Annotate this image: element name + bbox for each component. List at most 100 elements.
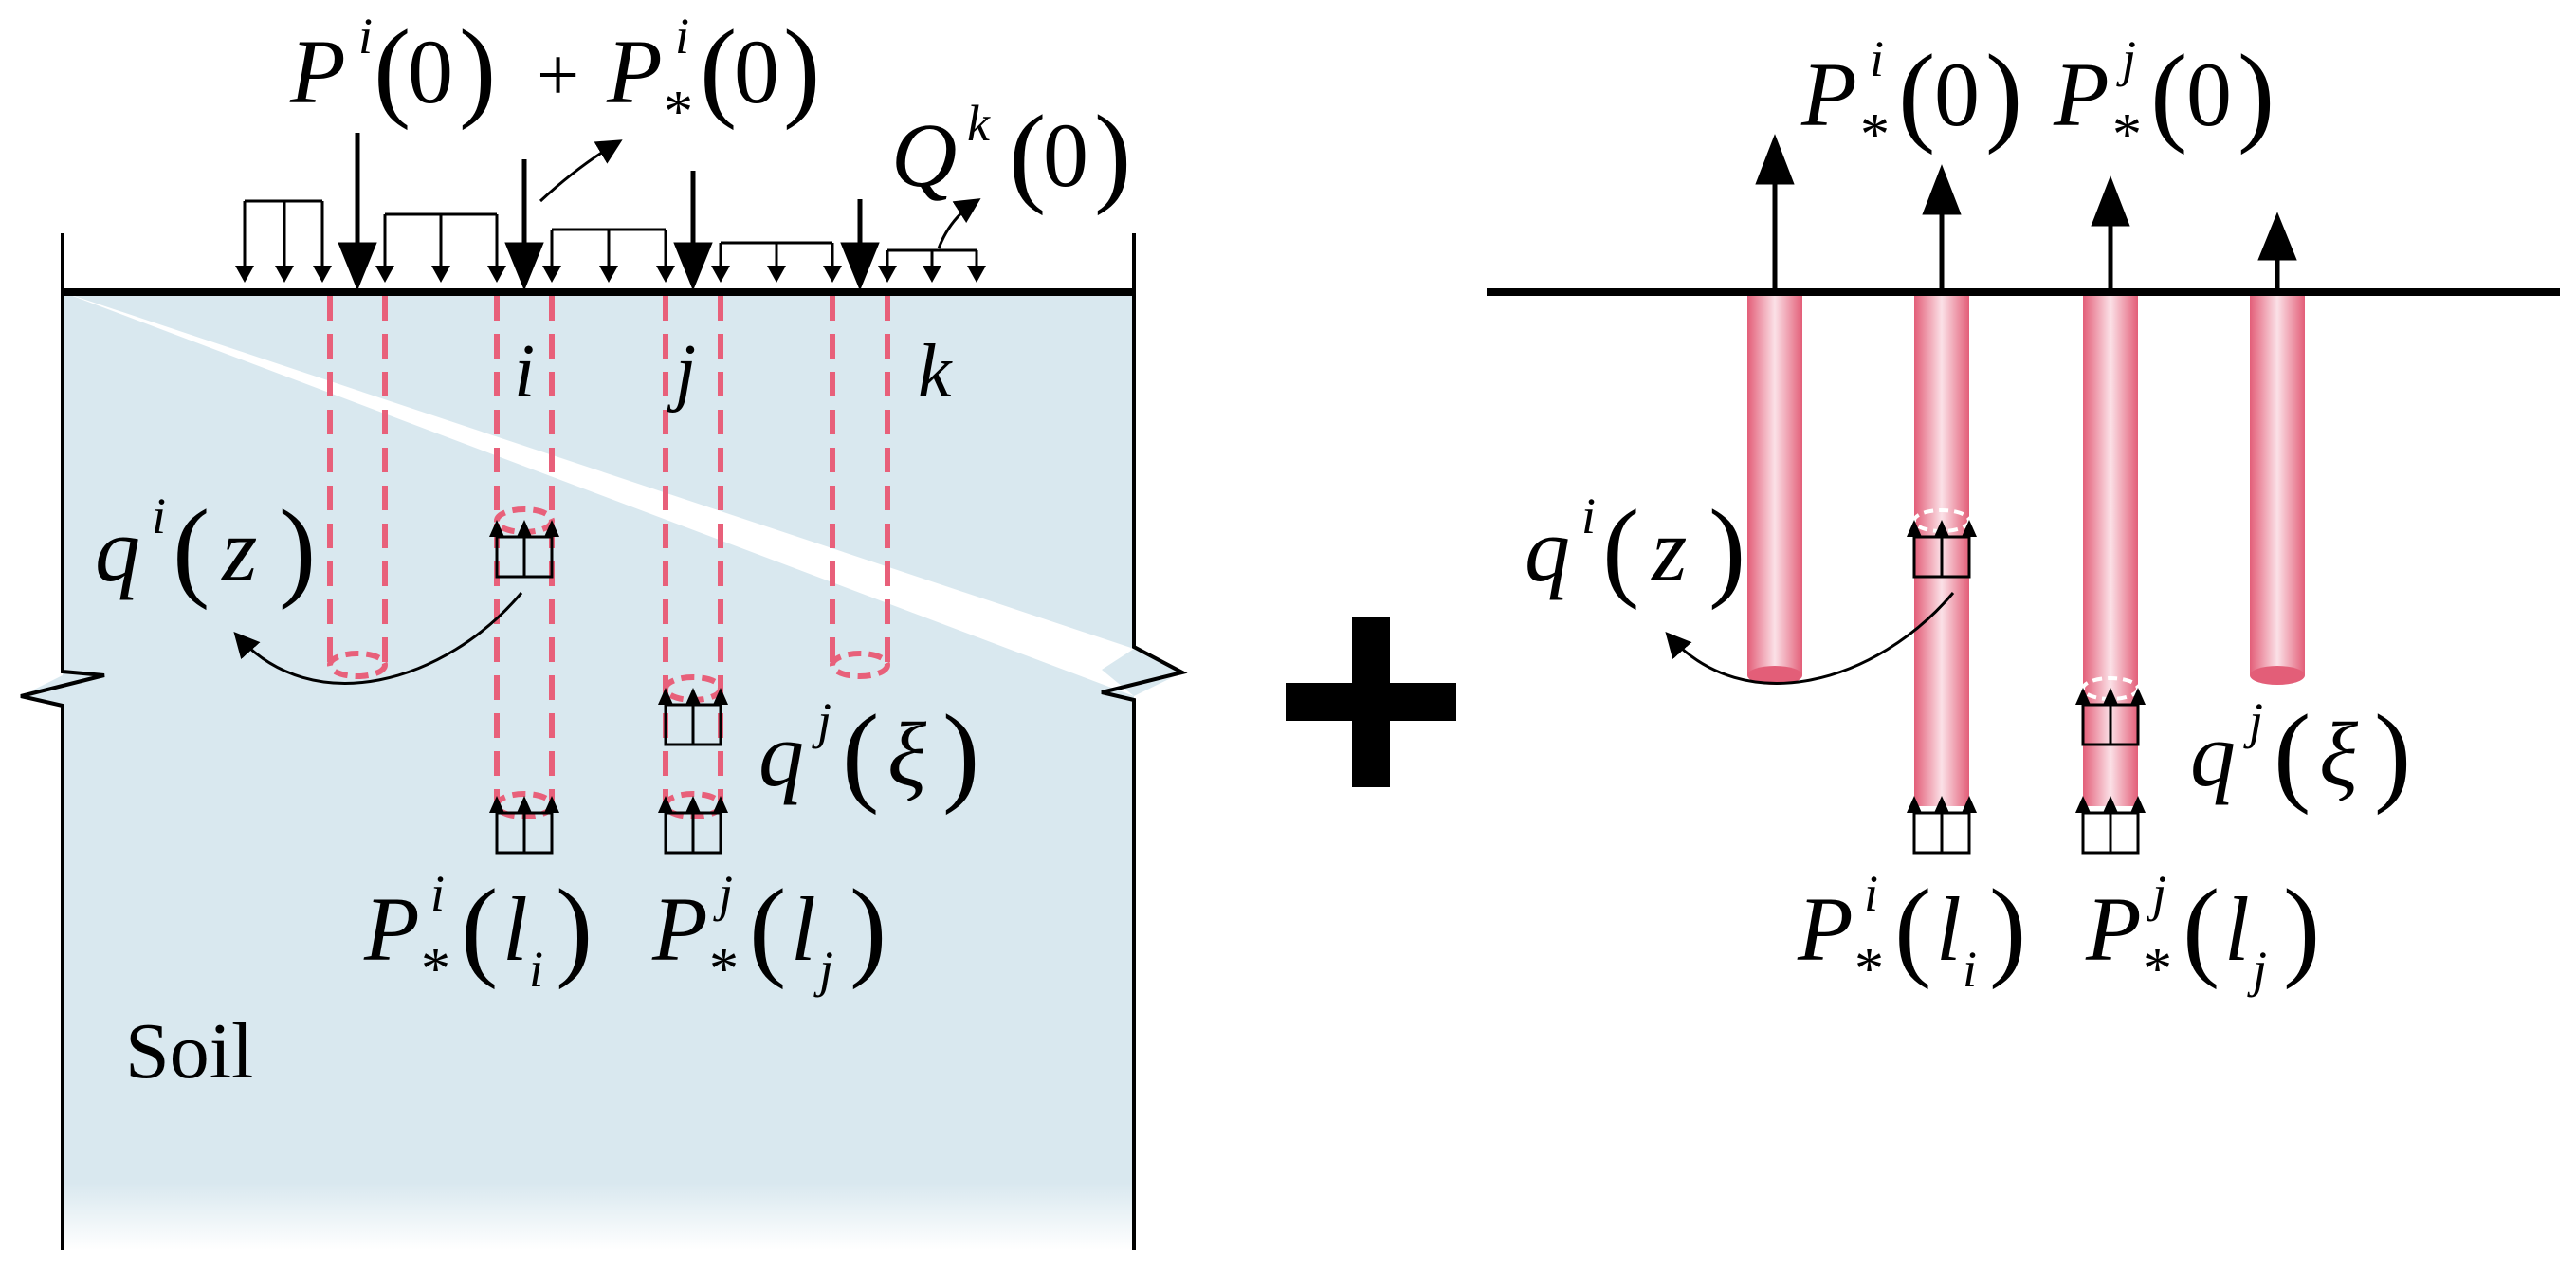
svg-text:q: q (758, 704, 804, 805)
q-i-z-label-right: q i ( z ) (1525, 487, 1745, 611)
left-paren: ( (1602, 487, 1639, 611)
svg-text:P: P (1797, 878, 1854, 980)
pile-1-solid (1747, 296, 1802, 675)
svg-text:j: j (2116, 30, 2136, 87)
svg-text:ξ: ξ (887, 704, 927, 805)
svg-text:P: P (1800, 44, 1857, 145)
svg-text:*: * (2112, 102, 2142, 167)
left-paren: ( (173, 487, 210, 611)
pile-1-base (327, 651, 388, 679)
right-element-arrowheads (1907, 520, 2146, 813)
p-star-pointer-arrow (539, 139, 623, 203)
svg-text:k: k (967, 95, 991, 152)
pile-label-i: i (514, 330, 535, 414)
surface-load-arrowheads (235, 266, 986, 283)
right-paren: ) (1989, 866, 2026, 990)
svg-text:i: i (1581, 488, 1596, 544)
svg-text:0: 0 (734, 21, 779, 122)
pile-i-dashed (494, 296, 555, 803)
pile-k-base (830, 651, 890, 679)
interaction-arrow-left (233, 592, 523, 685)
p-star-j-0-label: P j * ( 0 ) (2053, 30, 2275, 167)
load-block-2 (383, 212, 499, 266)
left-paren: ( (2183, 866, 2220, 990)
load-block-4 (719, 241, 834, 266)
svg-text:0: 0 (1934, 44, 1980, 145)
svg-text:*: * (664, 80, 693, 144)
svg-text:i: i (430, 865, 445, 922)
q-j-xi-label-right: q j ( ξ ) (2190, 691, 2411, 816)
svg-text:*: * (1860, 102, 1890, 167)
right-paren: ) (1985, 31, 2022, 156)
right-panel: P i * ( 0 ) P j * ( 0 ) q i ( z ) q j ( … (1487, 30, 2560, 1002)
svg-text:q: q (95, 499, 140, 600)
soil-region (21, 292, 1182, 1250)
svg-text:j: j (2247, 941, 2267, 998)
surface-distributed-loads (243, 199, 978, 266)
right-paren: ) (2374, 691, 2411, 816)
svg-text:i: i (358, 8, 373, 64)
p-star-li-label-right: P i * ( l i ) (1797, 865, 2026, 1002)
svg-text:i: i (675, 8, 689, 64)
svg-text:q: q (1525, 499, 1570, 600)
svg-text:P: P (2053, 44, 2110, 145)
q-k-pointer-arrow (937, 198, 981, 249)
pile-k-dashed (830, 296, 890, 662)
svg-text:j: j (813, 941, 833, 998)
svg-text:i: i (1864, 865, 1878, 922)
p-star-li-label-left: P i * ( l i ) (363, 865, 593, 1002)
svg-text:z: z (1650, 499, 1687, 600)
soil-left-boundary (20, 233, 105, 1250)
svg-text:P: P (606, 21, 663, 122)
svg-text:Q: Q (891, 104, 957, 206)
soil-right-boundary (1101, 233, 1188, 1250)
right-paren: ) (2283, 866, 2320, 990)
left-paren: ( (374, 7, 411, 131)
svg-text:P: P (651, 878, 708, 980)
svg-text:*: * (1854, 937, 1884, 1002)
left-paren: ( (1009, 92, 1046, 216)
svg-text:i: i (1870, 30, 1884, 87)
right-paren: ) (556, 866, 593, 990)
load-block-5 (886, 248, 978, 266)
left-paren: ( (700, 7, 737, 131)
svg-text:j: j (2243, 692, 2263, 749)
left-element-arrowheads (489, 520, 728, 813)
svg-text:l: l (791, 878, 816, 980)
right-paren: ) (279, 487, 316, 611)
q-i-z-label-left: q i ( z ) (95, 487, 316, 611)
pile-head-uplift-forces (1755, 134, 2297, 292)
q-j-xi-label-left: q j ( ξ ) (758, 691, 979, 816)
svg-text:P: P (363, 878, 420, 980)
svg-text:i: i (529, 941, 543, 998)
left-paren: ( (2150, 31, 2187, 156)
right-paren: ) (459, 7, 496, 131)
right-paren: ) (783, 7, 820, 131)
pile-label-k: k (918, 330, 953, 414)
left-paren: ( (749, 866, 786, 990)
pile-head-point-loads (338, 133, 880, 291)
load-block-3 (550, 228, 667, 266)
left-paren: ( (2274, 691, 2311, 816)
interaction-arrow-right (1665, 592, 1955, 685)
left-paren: ( (1898, 31, 1935, 156)
svg-text:+: + (537, 34, 579, 118)
soil-label: Soil (125, 1007, 253, 1095)
svg-text:*: * (709, 937, 739, 1002)
right-paren: ) (942, 691, 979, 816)
svg-text:l: l (502, 878, 528, 980)
svg-text:P: P (2085, 878, 2142, 980)
svg-text:P: P (289, 21, 346, 122)
svg-text:z: z (220, 499, 257, 600)
top-load-label: P i ( 0 ) + P i * ( 0 ) (289, 7, 820, 144)
svg-text:ξ: ξ (2319, 704, 2359, 805)
svg-text:*: * (2143, 937, 2172, 1002)
svg-text:*: * (421, 937, 450, 1002)
pile-k-solid (2250, 296, 2305, 675)
svg-text:j: j (812, 692, 831, 749)
svg-text:0: 0 (2186, 44, 2232, 145)
svg-text:l: l (1936, 878, 1962, 980)
svg-text:0: 0 (1043, 104, 1088, 206)
p-star-i-0-label: P i * ( 0 ) (1800, 30, 2022, 167)
